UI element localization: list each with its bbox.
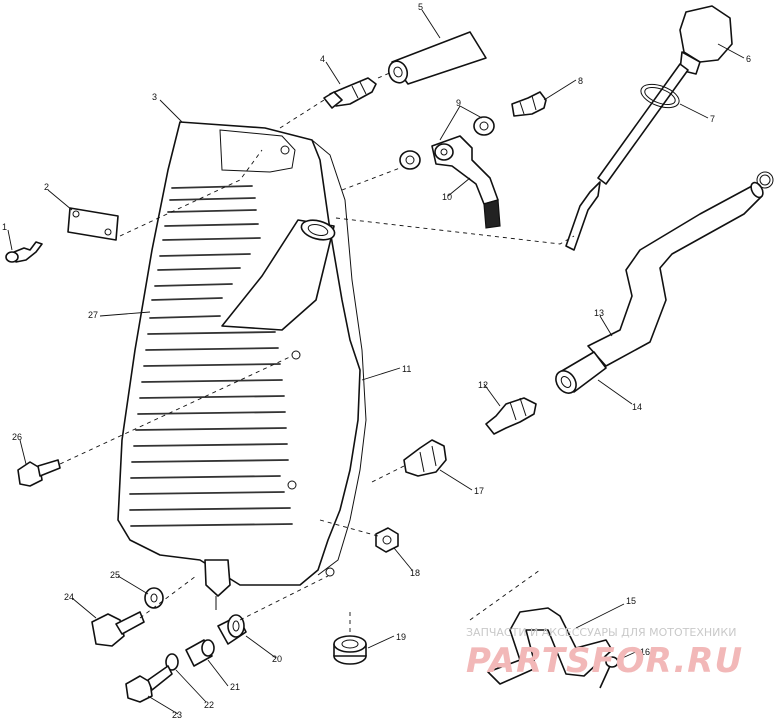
callout-6: 6 xyxy=(746,54,751,64)
banjo-fitting-10 xyxy=(431,135,501,229)
callout-14: 14 xyxy=(632,402,642,412)
bracket-plate xyxy=(67,207,119,241)
callout-15: 15 xyxy=(626,596,636,606)
washer-9b xyxy=(473,116,495,136)
grommet-19 xyxy=(333,635,367,665)
callout-21: 21 xyxy=(230,682,240,692)
spacer-21 xyxy=(185,639,215,667)
callout-22: 22 xyxy=(204,700,214,710)
tank-cooling-fins xyxy=(129,185,293,527)
callout-25: 25 xyxy=(110,570,120,580)
callout-26: 26 xyxy=(12,432,22,442)
nut-18 xyxy=(375,527,399,553)
washer-22 xyxy=(165,653,179,671)
o-ring-upper xyxy=(756,171,774,189)
fitting-12 xyxy=(485,397,537,435)
callout-17: 17 xyxy=(474,486,484,496)
callout-27: 27 xyxy=(88,310,98,320)
callout-16: 16 xyxy=(640,647,650,657)
leader-lines xyxy=(7,9,745,715)
bracket-15 xyxy=(487,607,613,685)
callout-7: 7 xyxy=(710,114,715,124)
callout-3: 3 xyxy=(152,92,157,102)
screw-16 xyxy=(599,656,619,689)
callout-20: 20 xyxy=(272,654,282,664)
bolt-1 xyxy=(5,241,43,263)
callout-12: 12 xyxy=(478,380,488,390)
oil-tank xyxy=(117,121,367,610)
callout-8: 8 xyxy=(578,76,583,86)
bolt-24 xyxy=(91,611,145,647)
clamp-14 xyxy=(555,351,607,394)
callout-labels: 1 2 3 4 5 6 7 8 9 10 11 12 13 14 15 16 1… xyxy=(2,2,751,720)
hose-13 xyxy=(587,181,764,367)
callout-23: 23 xyxy=(172,710,182,720)
callout-5: 5 xyxy=(418,2,423,12)
callout-1: 1 xyxy=(2,222,7,232)
callout-13: 13 xyxy=(594,308,604,318)
fitting-17 xyxy=(403,439,447,477)
callout-19: 19 xyxy=(396,632,406,642)
watermark: ЗАПЧАСТИ И АКСЕССУАРЫ ДЛЯ МОТОТЕХНИКИ PA… xyxy=(466,626,743,681)
watermark-caption: ЗАПЧАСТИ И АКСЕССУАРЫ ДЛЯ МОТОТЕХНИКИ xyxy=(466,626,736,639)
fitting-4 xyxy=(323,77,377,109)
callout-10: 10 xyxy=(442,192,452,202)
hose-5 xyxy=(387,31,487,85)
watermark-logo: PARTSFOR.RU xyxy=(466,641,743,681)
callout-9: 9 xyxy=(456,98,461,108)
dipstick-cap xyxy=(565,5,733,251)
o-ring-7 xyxy=(640,83,680,109)
washer-25 xyxy=(144,587,164,609)
bolt-23 xyxy=(125,665,173,703)
bushing-20 xyxy=(217,614,247,645)
callout-2: 2 xyxy=(44,182,49,192)
callout-18: 18 xyxy=(410,568,420,578)
fitting-8 xyxy=(511,91,547,117)
callout-24: 24 xyxy=(64,592,74,602)
callout-11: 11 xyxy=(402,364,411,374)
washer-9a xyxy=(399,150,421,170)
bolt-26 xyxy=(17,459,61,487)
callout-4: 4 xyxy=(320,54,325,64)
